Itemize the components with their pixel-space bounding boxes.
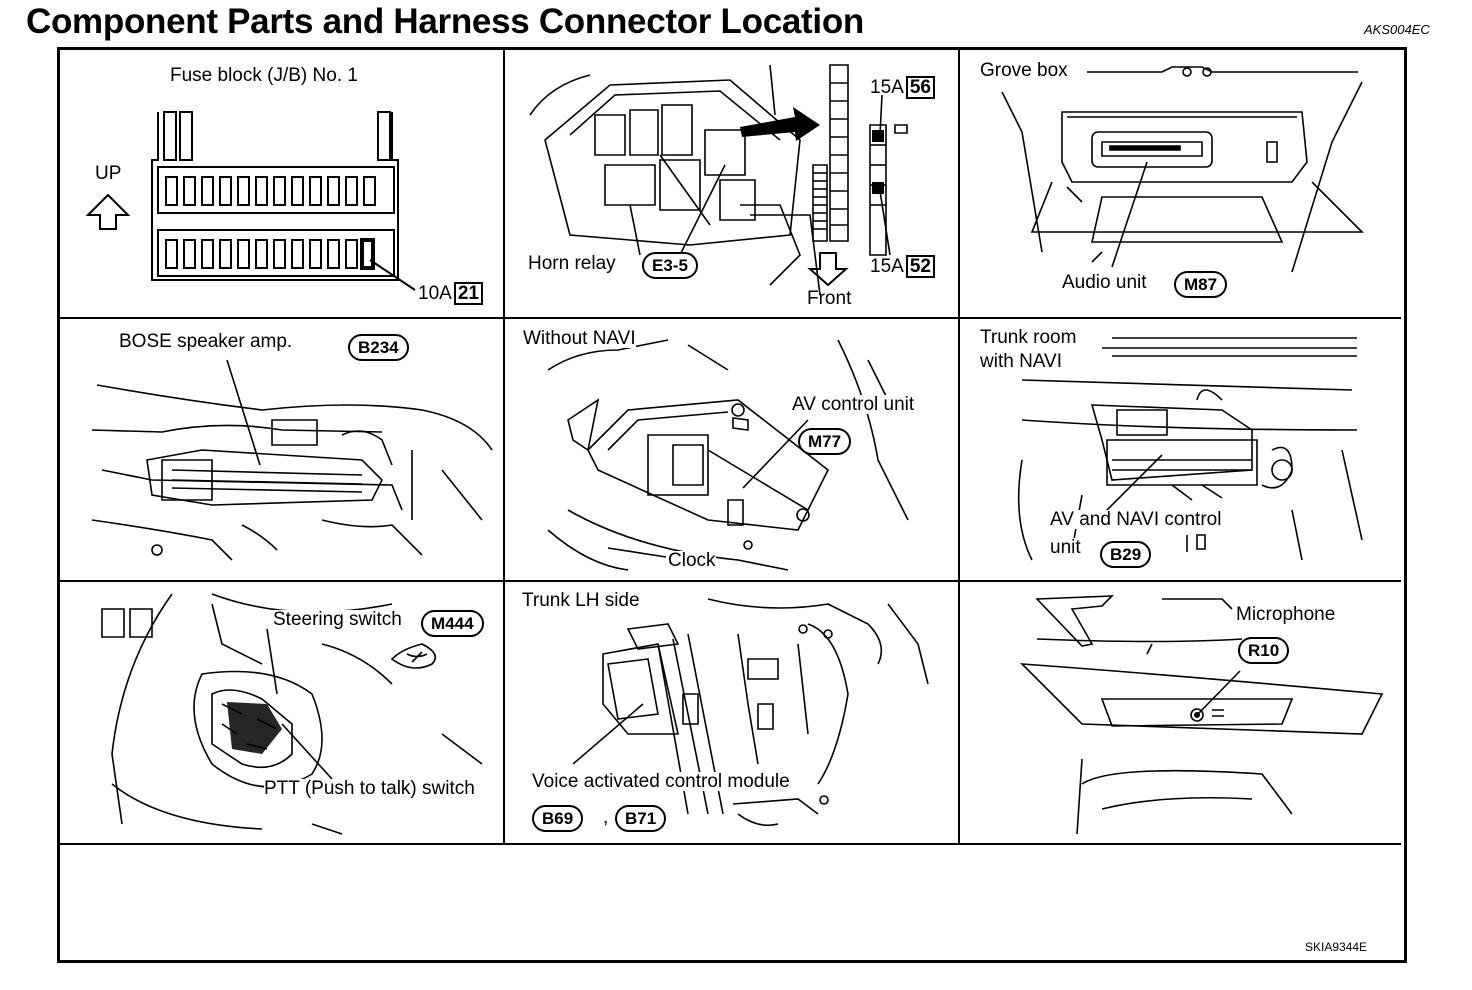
location-arrow-icon <box>740 107 820 141</box>
connector-r10: R10 <box>1238 637 1290 664</box>
page-title: Component Parts and Harness Connector Lo… <box>26 2 864 41</box>
steering-switch-label: Steering switch <box>273 609 402 630</box>
connector-m77: M77 <box>798 428 852 455</box>
microphone-drawing <box>962 584 1398 842</box>
grid-divider-h1 <box>59 317 1401 319</box>
av-navi-unit-label: unit <box>1050 537 1081 558</box>
grid-divider-h2 <box>59 580 1401 582</box>
reference-code: AKS004EC <box>1364 22 1430 37</box>
av-control-unit-label: AV control unit <box>792 394 915 415</box>
front-arrow-icon <box>810 253 846 285</box>
diagram-frame <box>57 47 1407 963</box>
clock-label: Clock <box>668 550 716 571</box>
bose-amp-drawing <box>62 320 502 578</box>
trunk-lh-drawing <box>508 584 954 842</box>
connector-m444: M444 <box>421 610 484 637</box>
fuse-number-56: 56 <box>905 76 935 99</box>
connector-e3-5: E3-5 <box>642 252 698 279</box>
bose-amp-label: BOSE speaker amp. <box>119 331 293 352</box>
fuse-number-21: 21 <box>453 282 483 305</box>
microphone-label: Microphone <box>1236 604 1336 625</box>
connector-b234: B234 <box>348 334 409 361</box>
fuse-number-52: 52 <box>905 255 935 278</box>
up-arrow-icon <box>88 195 128 229</box>
fuse-block-title: Fuse block (J/B) No. 1 <box>170 65 358 86</box>
figure-code: SKIA9344E <box>1305 940 1368 954</box>
with-navi-label: with NAVI <box>980 351 1063 372</box>
av-control-drawing <box>508 320 954 578</box>
front-label: Front <box>807 288 852 309</box>
horn-relay-label: Horn relay <box>528 253 616 274</box>
engine-room-drawing <box>510 55 950 313</box>
connector-m87: M87 <box>1174 271 1228 298</box>
voice-module-label: Voice activated control module <box>532 771 790 792</box>
glove-box-drawing <box>962 52 1398 314</box>
trunk-room-label: Trunk room <box>980 327 1077 348</box>
up-label: UP <box>95 163 122 184</box>
connector-b71: B71 <box>615 805 667 832</box>
fuse-block-drawing <box>80 105 500 305</box>
grid-divider-v1 <box>503 49 505 843</box>
av-navi-control-label: AV and NAVI control <box>1050 509 1222 530</box>
ptt-switch-label: PTT (Push to talk) switch <box>264 778 475 799</box>
audio-unit-label: Audio unit <box>1062 272 1147 293</box>
connector-b69: B69 <box>532 805 584 832</box>
connector-b29: B29 <box>1100 541 1152 568</box>
grove-box-label: Grove box <box>980 61 1072 80</box>
trunk-room-drawing <box>962 320 1398 578</box>
connector-separator: , <box>603 807 609 828</box>
trunk-lh-side-label: Trunk LH side <box>522 590 640 611</box>
grid-divider-h3 <box>59 843 1401 845</box>
without-navi-label: Without NAVI <box>523 328 636 349</box>
steering-wheel-drawing <box>62 584 502 842</box>
grid-divider-v2 <box>958 49 960 843</box>
